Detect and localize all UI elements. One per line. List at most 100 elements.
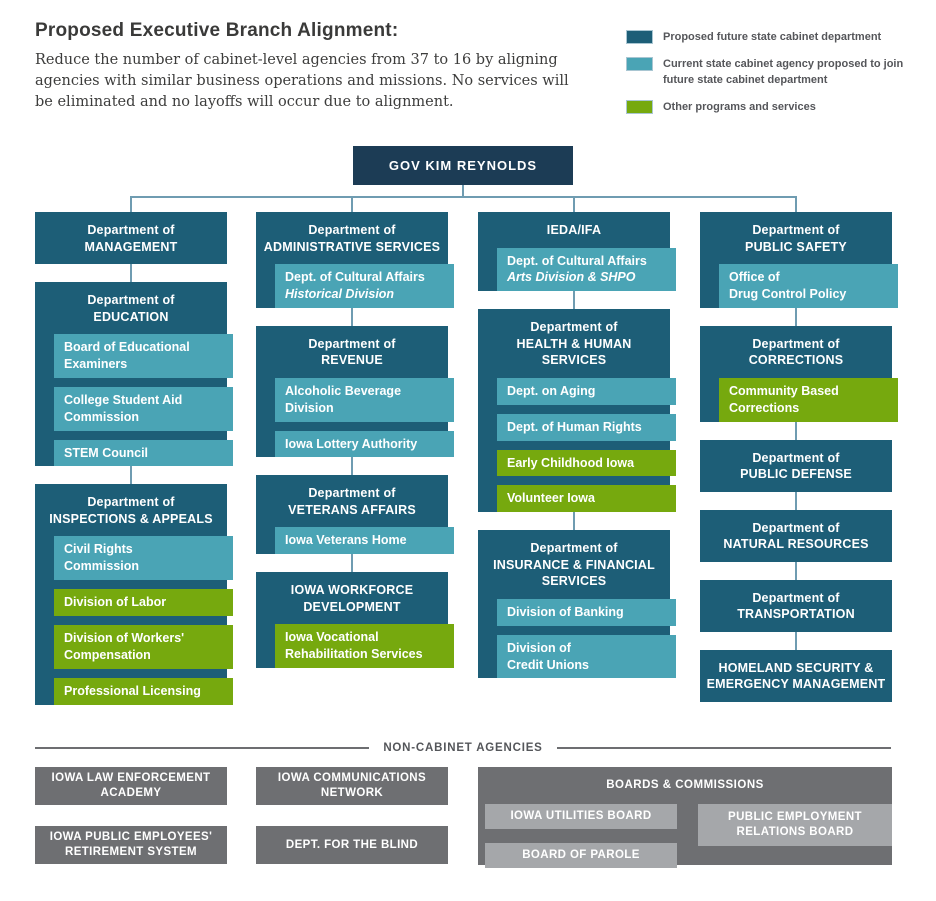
agency-box: Dept. of Human Rights (497, 413, 676, 441)
department-group: Department of ADMINISTRATIVE SERVICES Dep… (256, 212, 454, 308)
agency-box: Board of Educational Examiners (54, 334, 233, 378)
department-group: Department of HEALTH & HUMAN SERVICES Dep… (478, 309, 676, 513)
agency-label: Community Based Corrections (729, 383, 839, 415)
agency-box: Division of Labor (54, 589, 233, 616)
board-box: IOWA UTILITIES BOARD (485, 804, 677, 829)
non-cabinet-agency-box: IOWA COMMUNICATIONS NETWORK (256, 767, 448, 805)
legend-label: Other programs and services (663, 101, 816, 114)
connector-line (130, 466, 132, 485)
department-group: Department of INSURANCE & FINANCIAL SERV… (478, 530, 676, 679)
department-title: Department of NATURAL RESOURCES (723, 520, 869, 552)
agency-box: Iowa Veterans Home (275, 527, 454, 555)
connector-line (795, 307, 797, 326)
agency-label: Iowa Lottery Authority (285, 436, 418, 451)
connector-line (351, 457, 353, 476)
legend: Proposed future state cabinet department… (626, 30, 926, 128)
non-cabinet-divider: NON-CABINET AGENCIES (35, 742, 891, 754)
agency-label: Iowa Veterans Home (285, 533, 407, 548)
agency-label: Division of Banking (507, 604, 624, 619)
agency-label: College Student Aid Commission (64, 392, 183, 424)
connector-line (795, 631, 797, 650)
agency-label: STEM Council (64, 445, 149, 460)
non-cabinet-agency-box: IOWA LAW ENFORCEMENT ACADEMY (35, 767, 227, 805)
non-cabinet-agency-box: IOWA PUBLIC EMPLOYEES' RETIREMENT SYSTEM (35, 826, 227, 864)
divider-rule (556, 747, 891, 749)
department-title: Department of TRANSPORTATION (737, 590, 855, 622)
connector-line (130, 196, 797, 198)
agency-sublabel: Historical Division (285, 286, 395, 301)
agency-label: Dept. of Cultural Affairs (507, 253, 647, 268)
agency-box: Division of Workers' Compensation (54, 625, 233, 669)
legend-item: Current state cabinet agency proposed to… (626, 57, 926, 88)
agency-box: Alcoholic Beverage Division (275, 377, 454, 422)
agency-box: Professional Licensing (54, 677, 233, 705)
department-group: Department of NATURAL RESOURCES (700, 509, 892, 562)
department-title: Department of EDUCATION (87, 293, 175, 324)
connector-line (351, 307, 353, 326)
connector-line (351, 554, 353, 573)
agency-label: Volunteer Iowa (507, 491, 595, 506)
department-group: Department of PUBLIC SAFETY Office of Dru… (700, 212, 898, 308)
board-box: BOARD OF PAROLE (485, 843, 677, 868)
department-title: Department of PUBLIC SAFETY (745, 223, 847, 254)
legend-item: Proposed future state cabinet department (626, 30, 926, 45)
agency-box: Iowa Vocational Rehabilitation Services (275, 624, 454, 668)
agency-label: Dept. of Human Rights (507, 419, 642, 434)
agency-box: Volunteer Iowa (497, 485, 676, 513)
department-group: Department of EDUCATION Board of Educatio… (35, 282, 233, 467)
org-column: Department of MANAGEMENT Department of ED… (35, 212, 233, 705)
connector-line (795, 491, 797, 510)
department-group: Department of TRANSPORTATION (700, 579, 892, 632)
department-group: Department of MANAGEMENT (35, 212, 227, 264)
non-cabinet-agency-box: DEPT. FOR THE BLIND (256, 826, 448, 864)
boards-commissions-heading: BOARDS & COMMISSIONS (606, 779, 764, 791)
connector-line (462, 185, 464, 197)
agency-label: Professional Licensing (64, 683, 201, 698)
connector-line (795, 197, 797, 212)
connector-line (795, 421, 797, 440)
connector-line (573, 512, 575, 531)
page-description: Reduce the number of cabinet-level agenc… (35, 52, 569, 111)
agency-label: Alcoholic Beverage Division (285, 383, 402, 415)
board-box: PUBLIC EMPLOYMENT RELATIONS BOARD (698, 804, 892, 846)
agency-label: Iowa Vocational Rehabilitation Services (285, 630, 423, 662)
agency-box: Early Childhood Iowa (497, 449, 676, 477)
connector-line (130, 197, 132, 212)
connector-line (795, 561, 797, 580)
department-title: Department of PUBLIC DEFENSE (740, 450, 852, 482)
org-column: Department of ADMINISTRATIVE SERVICES Dep… (256, 212, 454, 668)
org-column: Department of PUBLIC SAFETY Office of Dru… (700, 212, 898, 702)
agency-box: Community Based Corrections (719, 377, 898, 422)
agency-label: Division of Workers' Compensation (64, 631, 185, 662)
governor-box: GOV KIM REYNOLDS (353, 146, 573, 185)
agency-box: Civil Rights Commission (54, 536, 233, 581)
department-title: HOMELAND SECURITY & EMERGENCY MANAGEMENT (706, 660, 886, 692)
legend-item: Other programs and services (626, 100, 926, 115)
legend-swatch (626, 100, 653, 115)
agency-box: Office of Drug Control Policy (719, 264, 898, 308)
department-title: Department of MANAGEMENT (84, 223, 178, 254)
agency-label: Early Childhood Iowa (507, 455, 635, 470)
department-title: IEDA/IFA (546, 223, 602, 237)
department-group: HOMELAND SECURITY & EMERGENCY MANAGEMENT (700, 649, 892, 702)
department-title: Department of HEALTH & HUMAN SERVICES (516, 320, 632, 368)
agency-label: Civil Rights Commission (64, 542, 140, 574)
agency-box: Division of Banking (497, 598, 676, 626)
department-title: Department of VETERANS AFFAIRS (288, 486, 416, 517)
agency-label: Office of Drug Control Policy (729, 270, 847, 301)
connector-line (351, 197, 353, 212)
agency-label: Dept. of Cultural Affairs (285, 270, 425, 284)
department-title: Department of ADMINISTRATIVE SERVICES (263, 223, 441, 254)
agency-label: Dept. on Aging (507, 383, 596, 398)
legend-swatch (626, 30, 653, 44)
department-title: Department of INSURANCE & FINANCIAL SERV… (493, 541, 655, 589)
boards-commissions-group: BOARDS & COMMISSIONS IOWA UTILITIES BOAR… (478, 767, 892, 868)
